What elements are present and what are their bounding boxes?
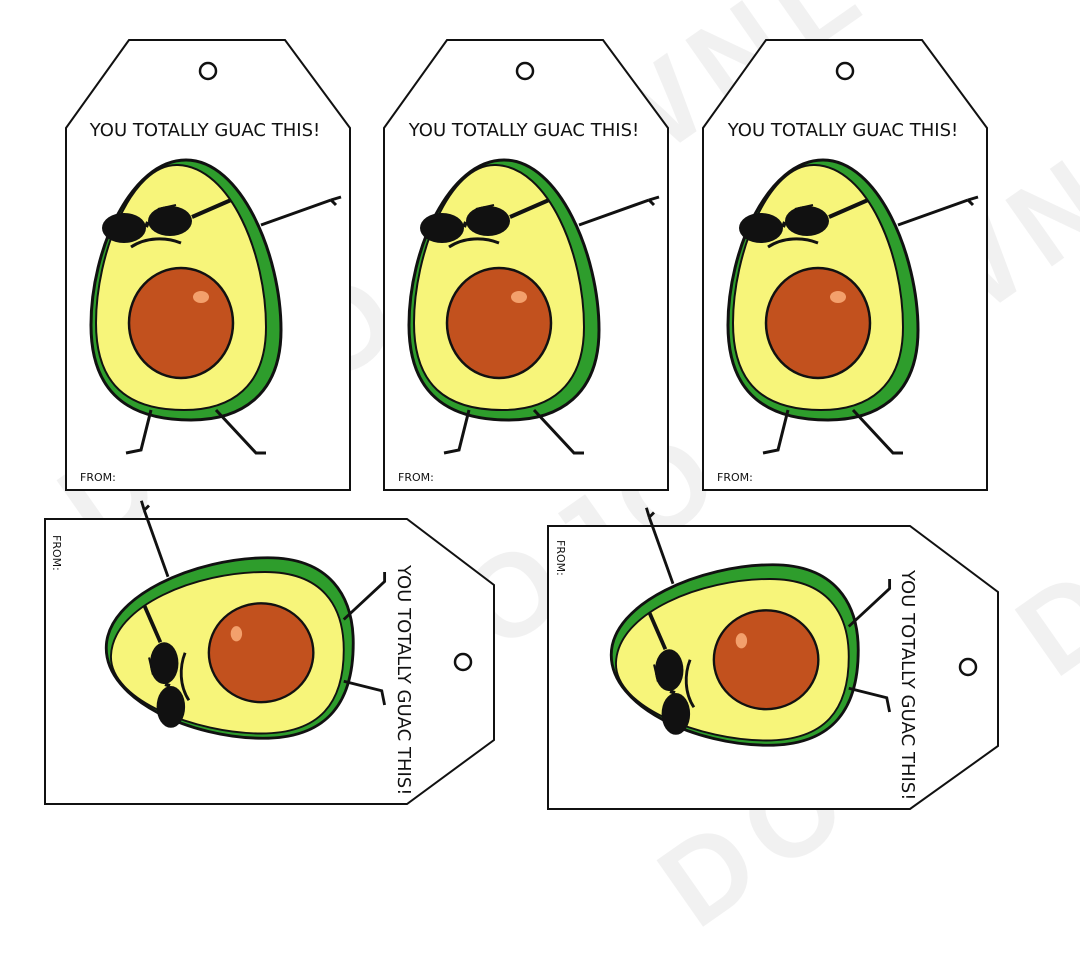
tag-from-label: FROM: bbox=[717, 471, 753, 484]
gift-tag-1: YOU TOTALLY GUAC THIS! FROM: bbox=[65, 39, 351, 491]
tag-hole-icon bbox=[515, 61, 535, 81]
gift-tags-svg: YOU TOTALLY GUAC THIS! FROM: YOU TOTALLY… bbox=[44, 39, 999, 810]
tag-caption: YOU TOTALLY GUAC THIS! bbox=[89, 120, 320, 141]
tag-hole-icon bbox=[835, 61, 855, 81]
tag-hole-icon bbox=[198, 61, 218, 81]
tag-caption: YOU TOTALLY GUAC THIS! bbox=[727, 120, 958, 141]
tag-hole-icon bbox=[958, 657, 978, 677]
gift-tag-2: YOU TOTALLY GUAC THIS! FROM: bbox=[383, 39, 669, 491]
gift-tag-5: YOU TOTALLY GUAC THIS! FROM: bbox=[547, 505, 999, 810]
tag-caption: YOU TOTALLY GUAC THIS! bbox=[408, 120, 639, 141]
tag-caption: YOU TOTALLY GUAC THIS! bbox=[897, 569, 918, 800]
gift-tag-4: YOU TOTALLY GUAC THIS! FROM: bbox=[44, 498, 495, 805]
tag-from-label: FROM: bbox=[554, 540, 567, 576]
gift-tag-3: YOU TOTALLY GUAC THIS! FROM: bbox=[702, 39, 988, 491]
tag-from-label: FROM: bbox=[50, 535, 63, 571]
tag-from-label: FROM: bbox=[398, 471, 434, 484]
tag-caption: YOU TOTALLY GUAC THIS! bbox=[393, 564, 414, 795]
tag-from-label: FROM: bbox=[80, 471, 116, 484]
tag-hole-icon bbox=[453, 652, 473, 672]
printable-sheet: DOJO DOWNLOAD DOJO DOWNLOAD DOJO DOWNLOA… bbox=[36, 0, 1080, 953]
